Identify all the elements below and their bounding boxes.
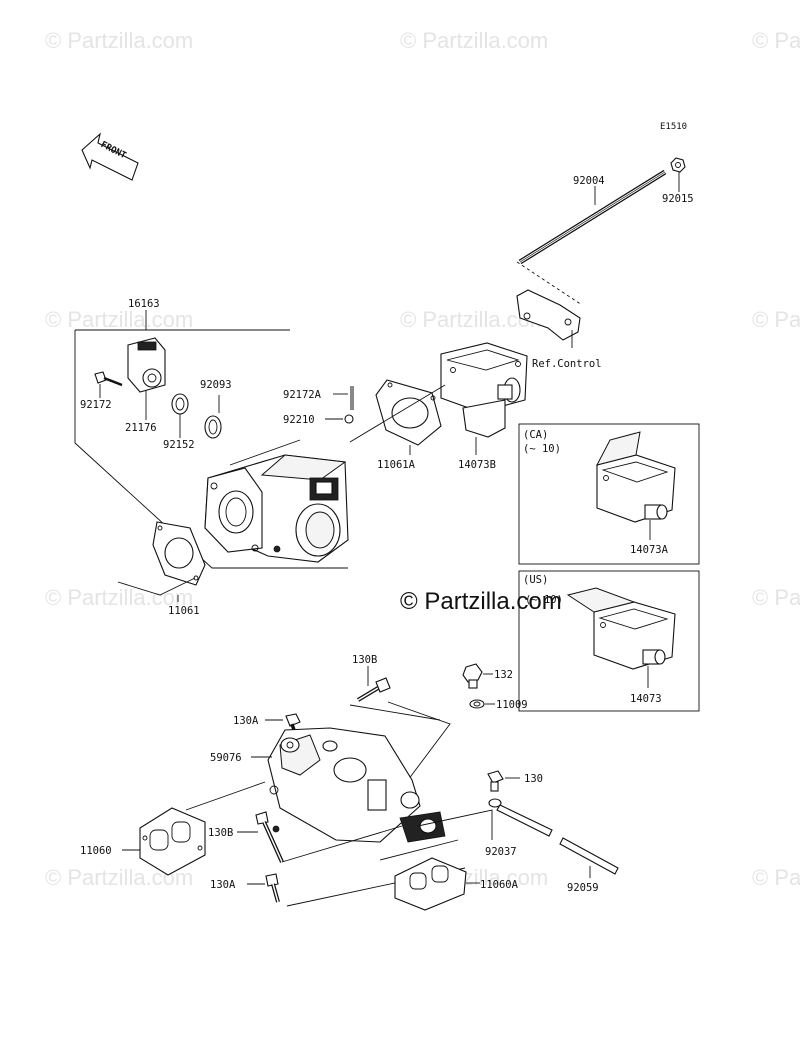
gasket-11061: 11061: [117, 521, 206, 617]
watermark-text: © Partzilla.com: [752, 865, 800, 890]
watermark-text: © Partzilla.com: [45, 307, 193, 332]
bolt-132: 132: [462, 663, 513, 689]
washer-11009: 11009: [469, 699, 528, 711]
part-label: 92172: [80, 399, 112, 411]
nut-92015: 92015: [662, 157, 694, 205]
part-label: 11061: [168, 605, 200, 617]
gasket-11060a: 11060A: [394, 857, 519, 911]
part-label: 92037: [485, 846, 517, 858]
part-label: 130B: [208, 827, 233, 839]
housing-14073b: 14073B: [440, 342, 528, 471]
clip-92152: 92152: [163, 393, 195, 451]
diagram-code: E1510: [660, 122, 687, 132]
bolt-130b-low: 130B: [208, 811, 284, 863]
screw-92172: 92172: [80, 371, 123, 411]
partial-text: (~ 10): [525, 594, 563, 606]
washer-92210: 92210: [283, 414, 354, 426]
part-label: 130B: [352, 654, 377, 666]
ref-control-bracket: Ref.Control: [516, 289, 602, 370]
part-label: 11060: [80, 845, 112, 857]
ref-control-label: Ref.Control: [532, 358, 602, 370]
gasket-11060: 11060: [80, 807, 206, 876]
bolt-130: 130: [487, 770, 543, 792]
front-arrow-icon: FRONT: [81, 132, 139, 181]
housing-59076: 59076: [210, 727, 446, 843]
part-label: 92093: [200, 379, 232, 391]
watermark-text: © Partzilla.com: [45, 585, 193, 610]
variant-us-part: 14073: [630, 693, 662, 705]
variant-ca-range: (~ 10): [523, 443, 561, 455]
bolt-130a-low: 130A: [210, 873, 280, 903]
watermark-center: © Partzilla.com: [400, 588, 562, 615]
part-label: 92152: [163, 439, 195, 451]
rod-92059: 92059: [559, 837, 619, 894]
screw-92172a: 92172A: [283, 386, 354, 410]
watermark-text: © Partzilla.com: [45, 28, 193, 53]
part-label: 59076: [210, 752, 242, 764]
part-label: 92004: [573, 175, 605, 187]
part-label: 92172A: [283, 389, 322, 401]
throttle-body: [204, 439, 349, 563]
watermark-text: © Partzilla.com: [752, 28, 800, 53]
part-label: 11061A: [377, 459, 416, 471]
part-label: 132: [494, 669, 513, 681]
variant-ca-region: (CA): [523, 429, 548, 441]
variant-box-ca: (CA) (~ 10) 14073A: [518, 423, 700, 565]
part-label: 130A: [210, 879, 236, 891]
sensor-21176: 21176: [125, 337, 166, 434]
watermark-text: © Partzilla.com: [752, 585, 800, 610]
variant-ca-part: 14073A: [630, 544, 669, 556]
part-label: 130A: [233, 715, 259, 727]
oring-92093: 92093: [200, 379, 232, 439]
stud-92004: 92004: [518, 169, 667, 265]
plate-92037: 92037: [417, 798, 553, 858]
bolt-130b-top: 130B: [352, 654, 391, 702]
part-label: 21176: [125, 422, 157, 434]
part-label: 92015: [662, 193, 694, 205]
part-label: 11060A: [480, 879, 519, 891]
part-label: 14073B: [458, 459, 496, 471]
variant-box-us: (US) 14073: [518, 570, 700, 712]
part-label: 130: [524, 773, 543, 785]
part-label: 92059: [567, 882, 599, 894]
part-label: 11009: [496, 699, 528, 711]
variant-us-region: (US): [523, 574, 548, 586]
part-label: 92210: [283, 414, 315, 426]
watermark-text: © Partzilla.com: [752, 307, 800, 332]
gasket-11061a: 11061A: [375, 379, 442, 471]
part-label: 16163: [128, 298, 160, 310]
watermark-text: © Partzilla.com: [400, 28, 548, 53]
watermark-layer: © Partzilla.com © Partzilla.com © Partzi…: [45, 28, 800, 890]
